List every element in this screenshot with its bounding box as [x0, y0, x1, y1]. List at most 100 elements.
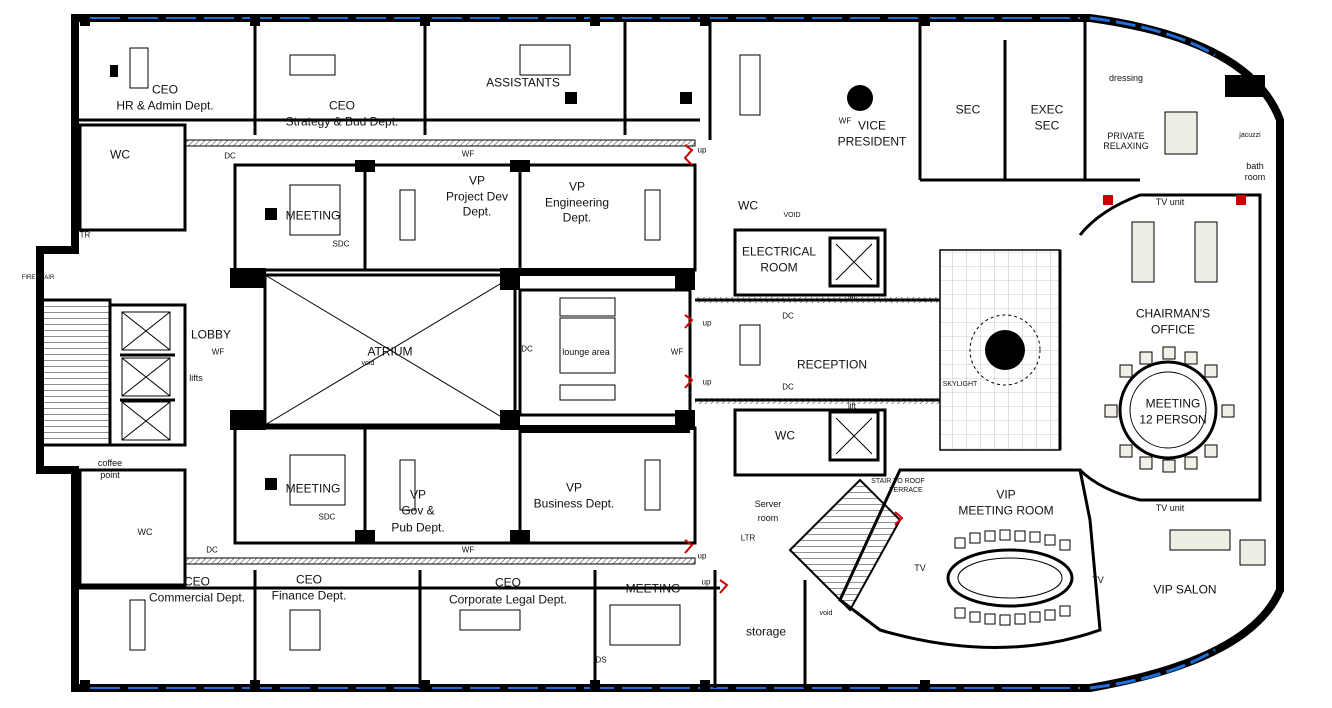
tv-left-label: TV — [914, 563, 926, 573]
round-table-inner — [1129, 371, 1207, 449]
tv-unit-top: TV unit — [1155, 197, 1185, 207]
tag-up-3: up — [702, 377, 712, 387]
ceo-legal-2: Corporate Legal Dept. — [448, 592, 568, 607]
jacuzzi-label: jacuzzi — [1239, 132, 1261, 139]
tag-up-2: up — [702, 318, 712, 328]
lift-small — [835, 243, 873, 455]
vp-engineering-1: VP — [568, 179, 586, 194]
meeting-12-2: 12 PERSON — [1139, 412, 1207, 427]
black-fixtures — [110, 65, 1265, 490]
bath-room-1: bath — [1246, 161, 1264, 171]
tag-ltr: LTR — [740, 533, 756, 543]
vp-business-1: VP — [565, 480, 583, 495]
vp-engineering-3: Dept. — [562, 210, 592, 225]
private-relaxing-2: RELAXING — [1103, 141, 1149, 151]
stair-roof-1: STAIR TO ROOF — [871, 478, 925, 485]
meeting-12-1: MEETING — [1145, 396, 1201, 411]
tag-wf-1: WF — [838, 116, 852, 126]
assistants-label: ASSISTANTS — [486, 75, 560, 90]
chairman-sofas — [1131, 111, 1266, 566]
skylight-circle — [969, 314, 1041, 386]
tag-ds: DS — [595, 655, 607, 665]
tag-lift-2: lift — [848, 401, 856, 411]
ceo-finance-1: CEO — [295, 572, 323, 587]
bath-room-2: room — [1244, 172, 1266, 182]
tag-sdc-1: SDC — [332, 239, 350, 249]
tag-tr: TR — [79, 230, 91, 240]
meeting-top: MEETING — [285, 208, 341, 223]
wc-center-top: WC — [738, 198, 758, 213]
core-columns — [230, 160, 695, 542]
skylight-column — [985, 330, 1025, 370]
reception-wall-top — [695, 297, 940, 303]
tag-dc-4: DC — [782, 382, 794, 392]
tv-unit-bottom: TV unit — [1155, 503, 1185, 513]
exec-sec-1: EXEC — [1030, 102, 1064, 117]
ceo-strategy-title: CEO — [328, 98, 356, 113]
bottom-office-row — [78, 570, 807, 688]
reception-wall-bottom — [695, 398, 940, 404]
vip-meeting-2: MEETING ROOM — [958, 503, 1054, 518]
door-markers — [683, 144, 904, 594]
coffee-point-2: point — [100, 470, 120, 480]
exec-sec-2: SEC — [1034, 118, 1060, 133]
dressing-label: dressing — [1108, 73, 1144, 83]
tag-dc-3: DC — [521, 344, 533, 354]
lounge-area-label: lounge area — [562, 347, 610, 357]
vice-president-1: VICE — [857, 118, 887, 133]
round-table-chairs — [1104, 346, 1235, 473]
reception-label: RECEPTION — [796, 357, 868, 372]
vp-project-3: Dept. — [462, 204, 492, 219]
tag-fire-stair: FIRE STAIR — [21, 275, 55, 281]
vp-project-2: Project Dev — [445, 189, 509, 204]
vp-gov-3: Pub Dept. — [391, 520, 445, 535]
vp-business-2: Business Dept. — [533, 496, 615, 511]
tag-wf-3: WF — [211, 347, 225, 357]
top-office-row — [78, 20, 1140, 182]
corridor-wall-top — [184, 139, 696, 147]
wc-left-bottom: WC — [137, 527, 153, 537]
ceo-hr-title: CEO — [151, 82, 179, 97]
private-relaxing-1: PRIVATE — [1107, 131, 1145, 141]
void-label: VOID — [783, 212, 801, 219]
ceo-commercial-1: CEO — [183, 574, 211, 589]
atrium-void-label: void — [361, 360, 375, 367]
vp-gov-1: VP — [409, 487, 427, 502]
wc-center-bottom: WC — [775, 428, 795, 443]
atrium-label: ATRIUM — [367, 344, 413, 359]
tv-right-label: TV — [1092, 575, 1104, 585]
server-room-1: Server — [754, 499, 782, 509]
tag-wf-4: WF — [670, 347, 684, 357]
vip-meeting-1: VIP — [996, 487, 1016, 502]
lifts-label: lifts — [189, 373, 203, 383]
vp-engineering-2: Engineering — [544, 195, 610, 210]
skylight-label: SKYLIGHT — [942, 381, 978, 388]
ceo-finance-2: Finance Dept. — [271, 588, 347, 603]
tag-up-5: up — [701, 577, 711, 587]
vip-meeting-table — [946, 548, 1074, 608]
ceo-commercial-2: Commercial Dept. — [148, 590, 246, 605]
vp-gov-2: Gov & — [401, 503, 435, 518]
chairmans-office-2: OFFICE — [1151, 322, 1195, 337]
atrium-void-cross — [264, 274, 516, 426]
lobby-label: LOBBY — [190, 327, 232, 342]
stair-roof-2: TERRACE — [889, 487, 923, 494]
tag-up-1: up — [697, 145, 707, 155]
tag-up-4: up — [697, 551, 707, 561]
tag-dc-2: DC — [782, 311, 794, 321]
tag-dc-1: DC — [224, 151, 236, 161]
reception-core — [695, 228, 940, 477]
meeting-bottom: MEETING — [285, 481, 341, 496]
electrical-room-1: ELECTRICAL — [741, 244, 817, 259]
sec-label: SEC — [955, 102, 981, 117]
vip-salon-label: VIP SALON — [1153, 582, 1217, 597]
storage-label: storage — [745, 624, 787, 639]
ceo-hr-dept: HR & Admin Dept. — [116, 98, 214, 113]
corridor-wall-bottom — [184, 557, 696, 565]
tag-wf-2: WF — [461, 149, 475, 159]
ceo-legal-1: CEO — [494, 575, 522, 590]
core-block — [233, 163, 697, 545]
vip-meeting-table-inner — [957, 557, 1063, 599]
fire-stair — [40, 298, 112, 447]
